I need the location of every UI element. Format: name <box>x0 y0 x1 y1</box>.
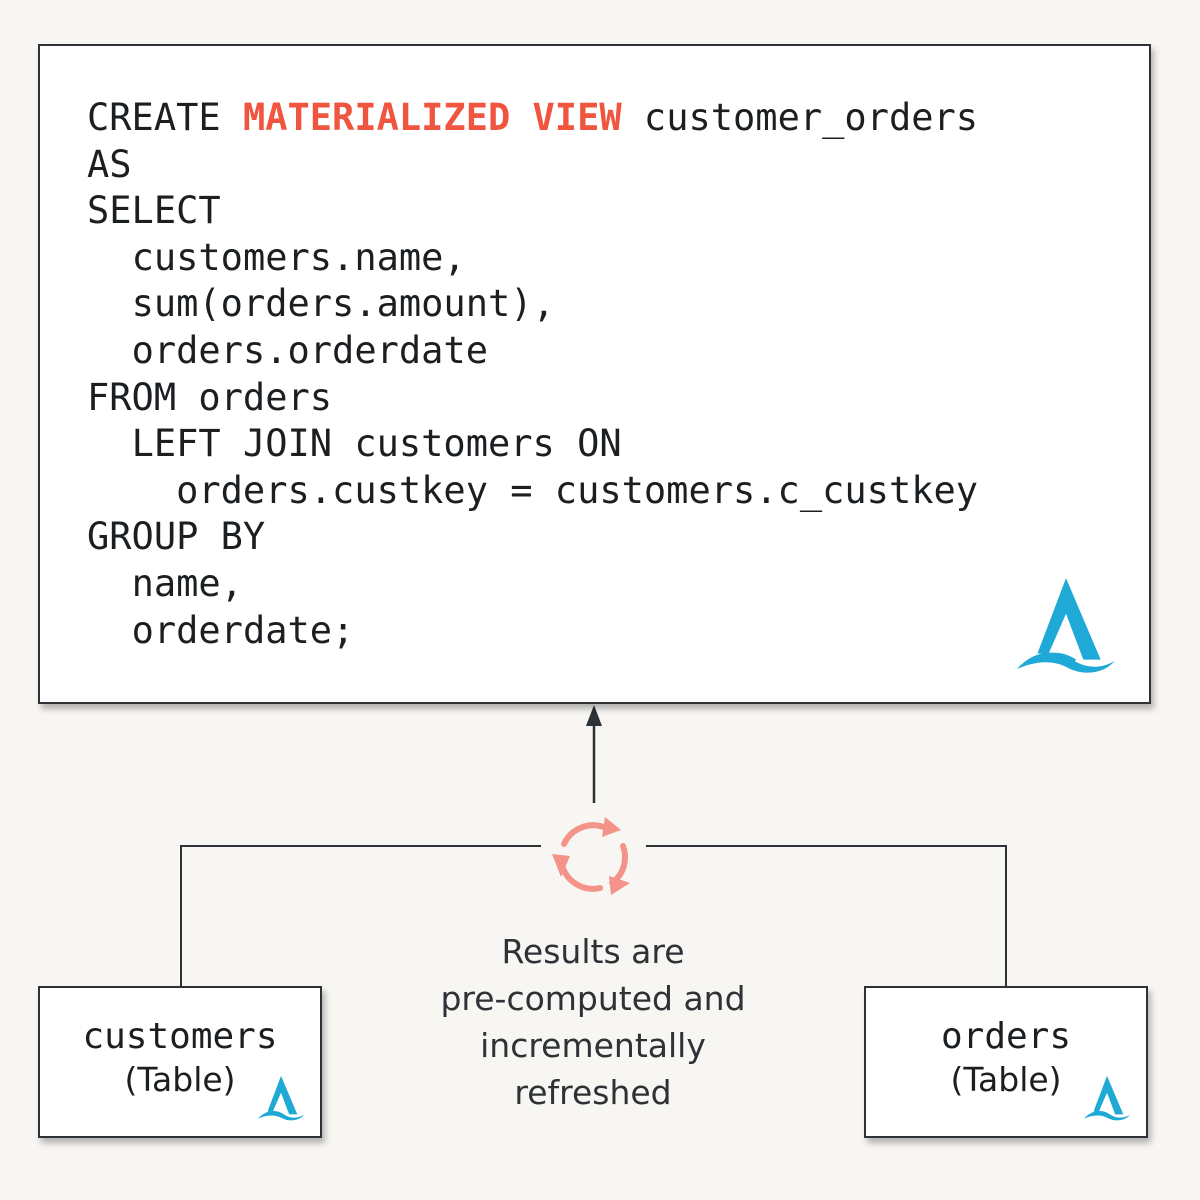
code-line: sum(orders.amount), <box>87 281 978 328</box>
code-line: GROUP BY <box>87 514 978 561</box>
code-text: SELECT <box>87 189 221 233</box>
refresh-caption: Results are pre-computed and incremental… <box>393 928 793 1116</box>
code-text: sum(orders.amount), <box>131 282 555 326</box>
caption-line: Results are <box>501 932 685 971</box>
arrow-head <box>586 705 602 726</box>
caption-line: refreshed <box>514 1073 672 1112</box>
code-text: customer_orders <box>621 96 979 139</box>
code-indent <box>87 562 132 605</box>
code-text: customers.name, <box>131 235 466 279</box>
code-line: orders.orderdate <box>87 328 978 375</box>
table-name: orders <box>940 1016 1072 1057</box>
materialized-view-definition-box: CREATE MATERIALIZED VIEW customer_orders… <box>38 44 1151 704</box>
code-line: customers.name, <box>87 235 978 282</box>
code-line: orderdate; <box>87 608 978 655</box>
customers-table-box: customers (Table) <box>38 986 322 1138</box>
code-line: AS <box>87 142 978 189</box>
code-indent <box>87 236 132 279</box>
code-text: CREATE <box>87 96 243 139</box>
sql-code-block: CREATE MATERIALIZED VIEW customer_orders… <box>87 95 978 654</box>
code-line: LEFT JOIN customers ON <box>87 421 978 468</box>
code-text: orders.custkey = customers.c_custkey <box>176 468 979 512</box>
code-text: LEFT JOIN customers ON <box>131 422 622 466</box>
code-indent <box>87 282 132 325</box>
refresh-icon <box>552 817 630 895</box>
code-line: FROM orders <box>87 375 978 422</box>
code-line: CREATE MATERIALIZED VIEW customer_orders <box>87 95 978 142</box>
table-type-label: (Table) <box>950 1060 1062 1099</box>
orders-table-box: orders (Table) <box>864 986 1148 1138</box>
code-indent <box>87 609 132 652</box>
table-name: customers <box>82 1016 278 1057</box>
delta-logo-icon <box>1017 578 1115 673</box>
code-text: name, <box>131 561 243 605</box>
code-indent <box>87 422 132 465</box>
code-line: SELECT <box>87 188 978 235</box>
delta-logo-icon <box>1083 1075 1131 1121</box>
code-indent <box>87 329 132 372</box>
caption-line: pre-computed and <box>440 979 746 1018</box>
code-indent <box>87 469 176 512</box>
code-text: FROM orders <box>87 375 333 419</box>
customers-connector-line <box>180 845 541 986</box>
caption-line: incrementally <box>480 1026 706 1065</box>
code-line: name, <box>87 561 978 608</box>
table-type-label: (Table) <box>124 1060 236 1099</box>
code-text: orderdate; <box>131 608 355 652</box>
code-text: GROUP BY <box>87 515 266 559</box>
code-keyword-highlight: MATERIALIZED VIEW <box>242 96 622 139</box>
code-line: orders.custkey = customers.c_custkey <box>87 468 978 515</box>
delta-logo-icon <box>257 1075 305 1121</box>
code-text: AS <box>87 142 132 186</box>
orders-connector-line <box>646 845 1007 986</box>
code-text: orders.orderdate <box>131 328 488 372</box>
